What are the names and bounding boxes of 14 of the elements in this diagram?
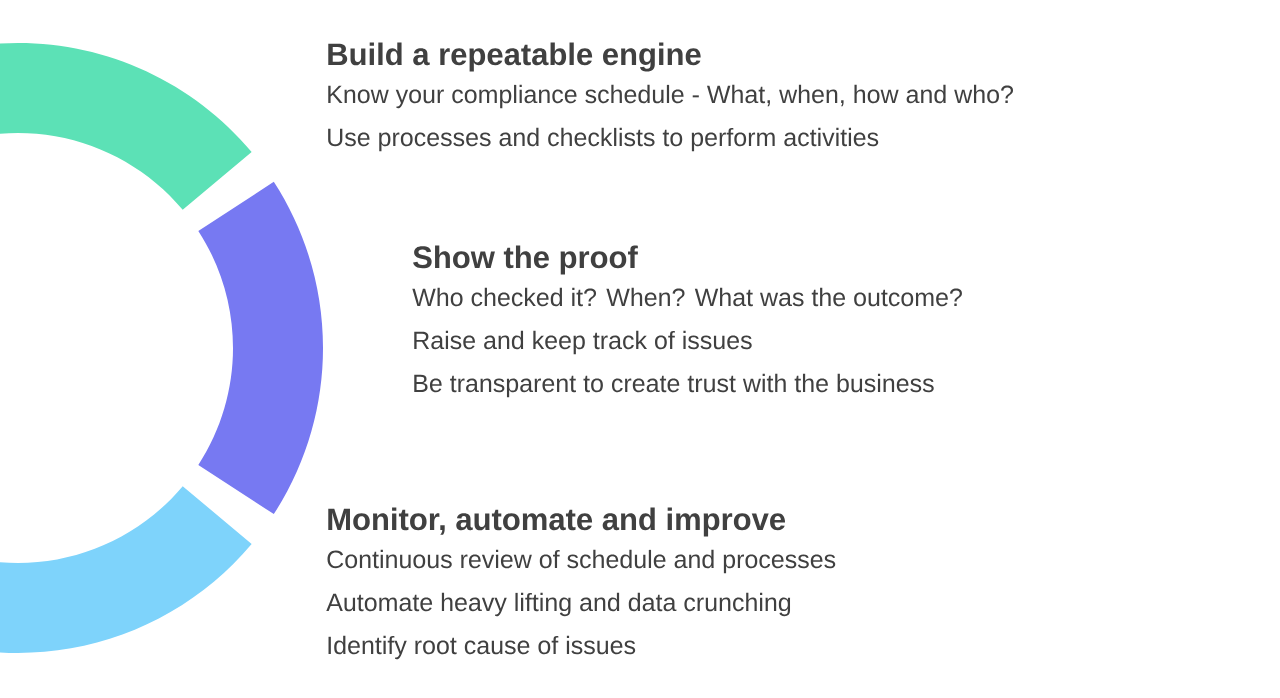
body-text: Automate heavy lifting and data crunching	[326, 592, 791, 617]
heading: Show the proof	[413, 245, 638, 275]
heading: Monitor, automate and improve	[328, 507, 786, 537]
body-text: Identify root cause of issues	[328, 635, 636, 660]
heading: Build a repeatable engine	[328, 42, 701, 72]
body-text: Know your compliance schedule - What, when, how and who?	[328, 84, 1013, 109]
body-text: Who checked it? When? What was the outcome?	[412, 287, 962, 307]
body-text: Raise and keep track of issues	[414, 330, 752, 355]
body-text: Use processes and checklists to perform activities	[328, 127, 879, 152]
body-text: Continuous review of schedule and processes	[327, 549, 836, 574]
ring-segment	[0, 486, 252, 653]
ring-segment	[198, 181, 323, 515]
body-text: Be transparent to create trust with the business	[414, 373, 934, 398]
ring-segment	[0, 43, 252, 210]
